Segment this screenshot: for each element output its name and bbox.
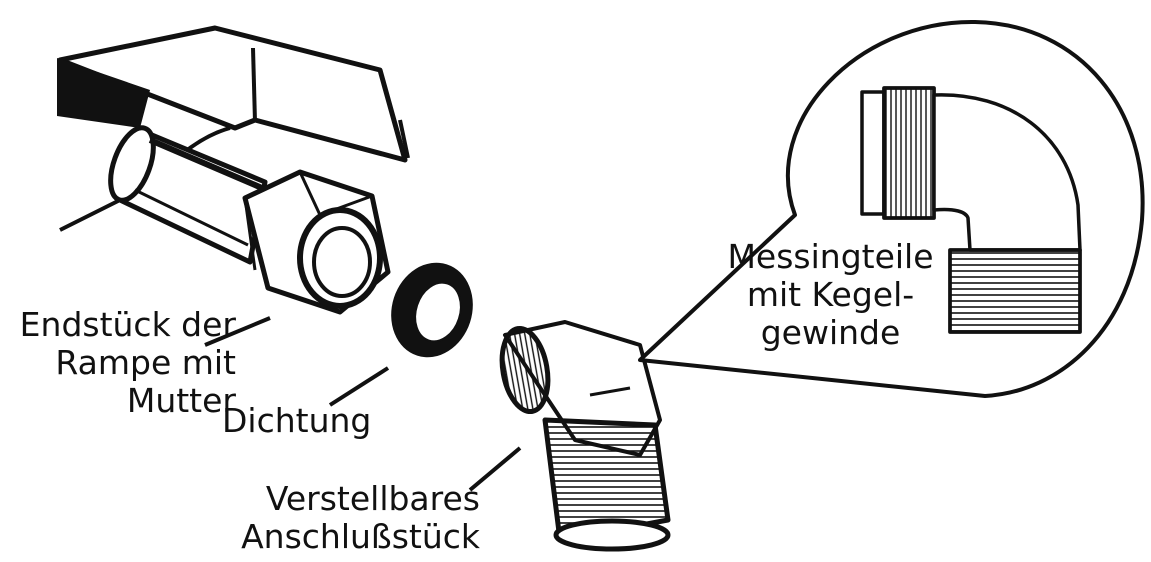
- seal-washer: [391, 262, 473, 358]
- label-messing: Messingteile mit Kegel- gewinde: [718, 238, 943, 352]
- verstellbar-leader-line: [468, 446, 522, 492]
- ramp-body: [57, 25, 410, 232]
- label-endstueck-line-3: Mutter: [126, 381, 236, 420]
- label-verstellbar: Verstellbares Anschlußstück: [225, 480, 480, 556]
- label-endstueck-line-2: Rampe mit: [55, 343, 236, 382]
- label-messing-line-1: Messingteile: [727, 237, 934, 276]
- label-dichtung-text: Dichtung: [222, 401, 372, 440]
- label-messing-line-3: gewinde: [760, 313, 901, 352]
- ramp-end-piece: [108, 125, 268, 265]
- dichtung-leader-line: [328, 366, 390, 407]
- brass-elbow-detail: [860, 86, 1082, 334]
- label-verstellbar-line-2: Anschlußstück: [241, 517, 480, 556]
- endstueck-leader-line: [204, 316, 271, 347]
- elbow-fitting: [499, 320, 671, 552]
- hex-nut: [242, 169, 391, 315]
- label-messing-line-2: mit Kegel-: [746, 275, 915, 314]
- label-verstellbar-line-1: Verstellbares: [265, 479, 480, 518]
- label-dichtung: Dichtung: [222, 402, 371, 440]
- label-endstueck-line-1: Endstück der: [19, 305, 236, 344]
- label-endstueck: Endstück der Rampe mit Mutter: [0, 306, 236, 420]
- ramp-black-edge: [57, 58, 150, 128]
